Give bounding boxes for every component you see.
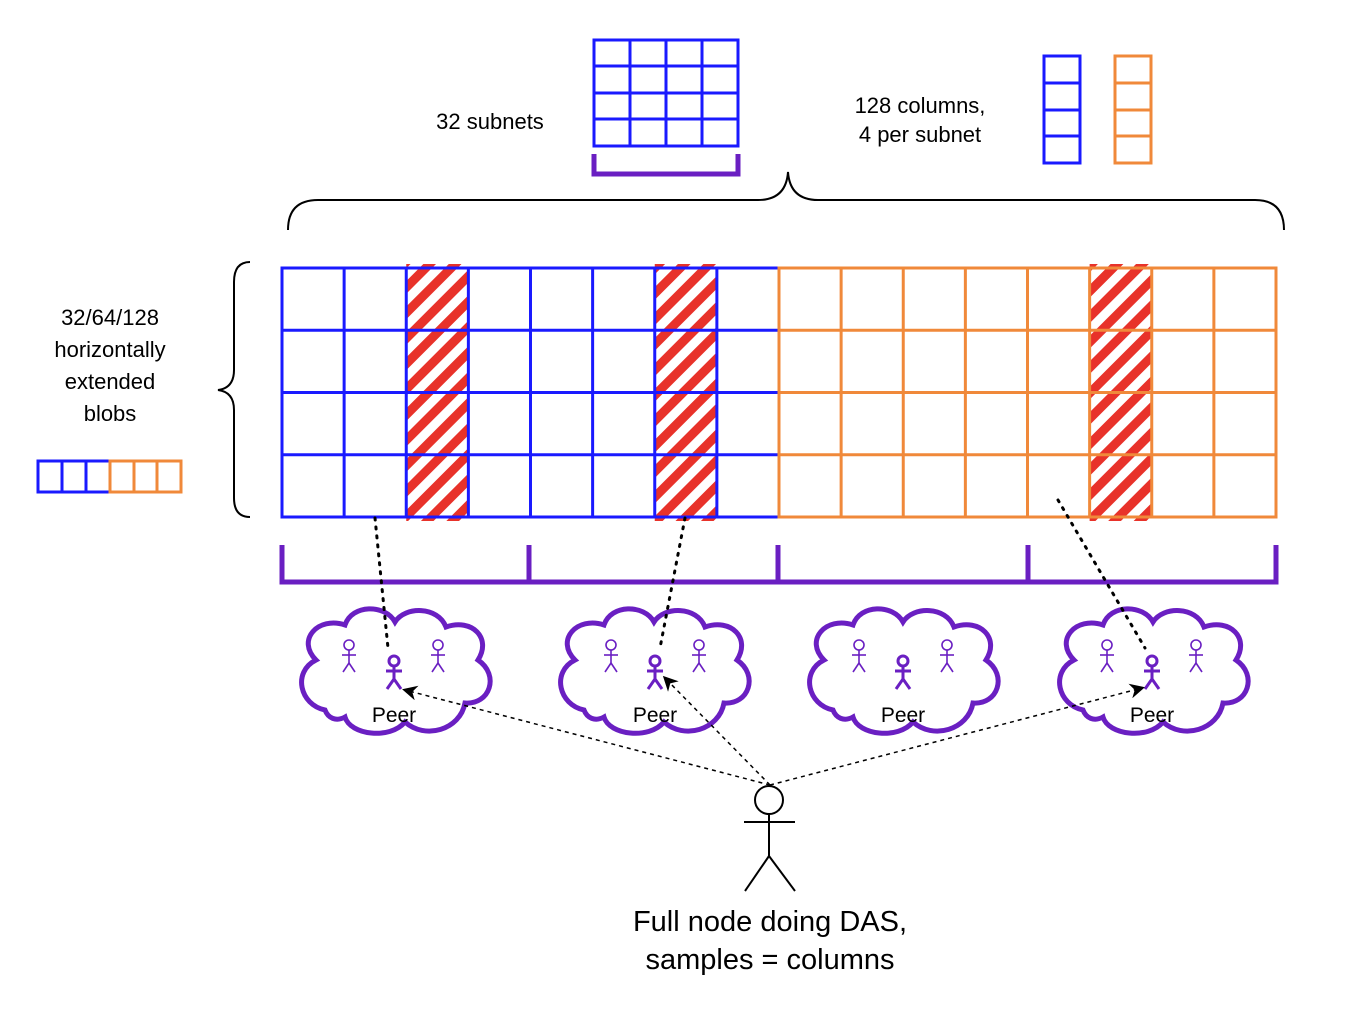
column-to-peer-links xyxy=(373,498,1147,650)
blobs-label: 32/64/128 horizontally extended blobs xyxy=(54,305,166,426)
peer-clouds xyxy=(299,606,1251,736)
peer-figures xyxy=(341,639,1204,691)
subnet-bracket xyxy=(279,545,532,585)
peer-cloud xyxy=(558,606,752,736)
request-arrow xyxy=(662,675,771,786)
peer-label: Peer xyxy=(372,704,416,727)
extended-data-grid xyxy=(777,266,1278,519)
peer-cloud xyxy=(299,606,493,736)
request-arrow xyxy=(402,685,771,786)
subnet-bracket xyxy=(778,545,1031,585)
node-request-arrows xyxy=(402,675,1145,786)
full-node-label: Full node doing DAS, samples = columns xyxy=(560,903,980,979)
peer-cloud xyxy=(1057,606,1251,736)
columns-label: 128 columns, 4 per subnet xyxy=(820,92,1020,149)
selected-peer-icon xyxy=(645,654,665,691)
column-link xyxy=(373,516,390,650)
peer-person-icon xyxy=(1099,639,1115,673)
selected-peer-icon xyxy=(1142,654,1162,691)
subnet-bracket xyxy=(1028,545,1279,585)
full-node-icon xyxy=(744,785,796,892)
selected-peer-icon xyxy=(893,654,913,691)
column-legend-original xyxy=(1042,54,1082,165)
subnet-brackets xyxy=(279,545,1279,585)
peer-cloud xyxy=(807,606,1001,736)
subnet-bracket xyxy=(529,545,781,585)
peer-label: Peer xyxy=(633,704,677,727)
selected-peer-icon xyxy=(384,654,404,691)
full-node-label-line1: Full node doing DAS, xyxy=(632,906,908,938)
peer-label: Peer xyxy=(1130,704,1174,727)
full-node-label-line2: samples = columns xyxy=(645,944,895,976)
peer-label: Peer xyxy=(881,704,925,727)
column-legend-extended xyxy=(1113,54,1153,165)
peer-person-icon xyxy=(341,639,357,673)
peer-person-icon xyxy=(430,639,446,673)
column-link xyxy=(658,516,687,650)
subnet-legend-bracket xyxy=(591,154,741,177)
peer-person-icon xyxy=(691,639,707,673)
peer-person-icon xyxy=(1188,639,1204,673)
peer-person-icon xyxy=(603,639,619,673)
columns-label-line2: 4 per subnet xyxy=(858,121,982,147)
subnets-label: 32 subnets xyxy=(436,109,544,134)
peer-person-icon xyxy=(851,639,867,673)
blob-row-legend xyxy=(36,459,183,494)
left-curly-brace xyxy=(217,261,251,518)
columns-label-line1: 128 columns, xyxy=(854,93,986,118)
column-link xyxy=(1056,498,1147,650)
top-curly-brace xyxy=(287,171,1285,231)
peer-person-icon xyxy=(939,639,955,673)
subnet-legend-grid xyxy=(592,38,740,148)
request-arrow xyxy=(769,683,1145,786)
